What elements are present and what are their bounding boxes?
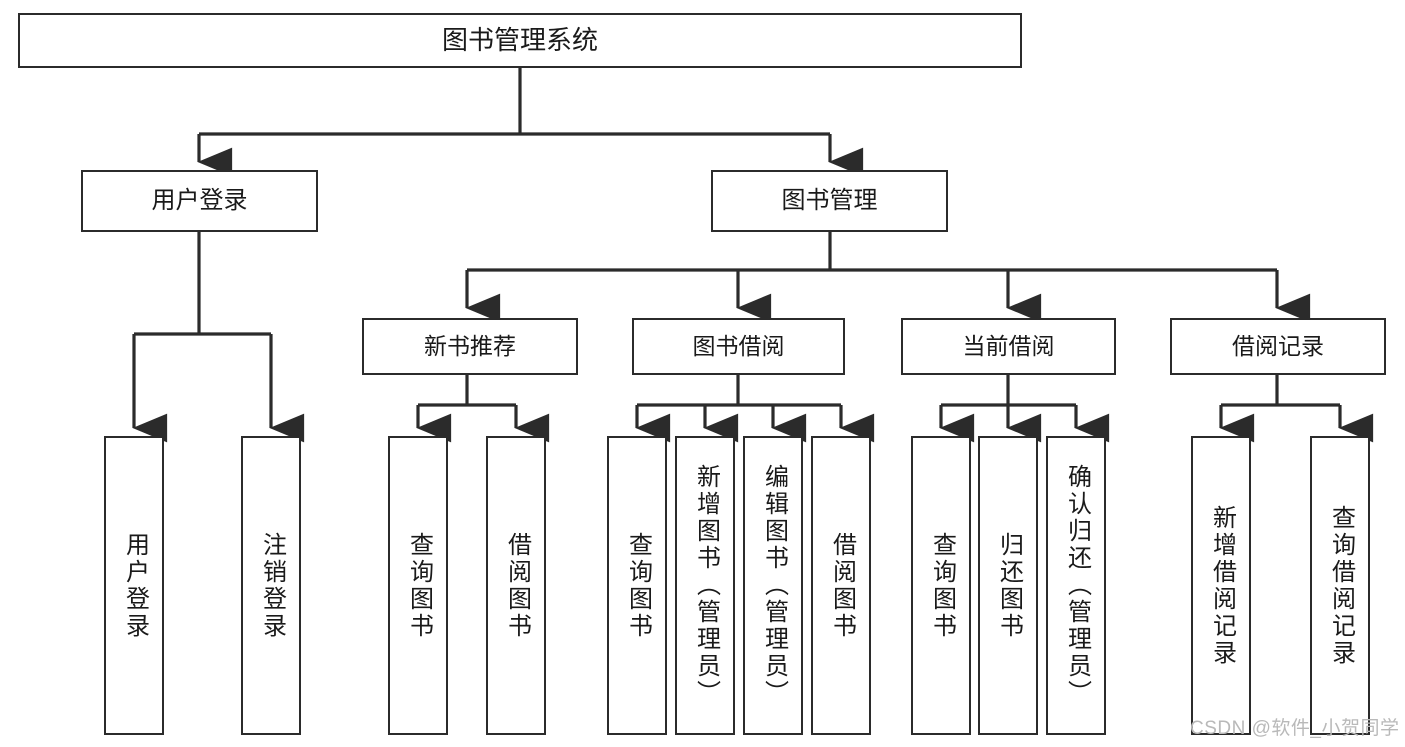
node-current-borrow-label: 当前借阅 <box>962 332 1055 359</box>
leaf-add-book[interactable]: 新增图书（管理员） <box>675 436 735 735</box>
node-book-management[interactable]: 图书管理 <box>711 170 948 232</box>
leaf-borrow-book-2-label: 借阅图书 <box>828 531 856 640</box>
leaf-confirm-return-label: 确认归还（管理员） <box>1063 464 1091 707</box>
leaf-user-login[interactable]: 用户登录 <box>104 436 164 735</box>
leaf-borrow-book-1[interactable]: 借阅图书 <box>486 436 546 735</box>
leaf-query-book-1-label: 查询图书 <box>405 531 433 640</box>
leaf-return-book[interactable]: 归还图书 <box>978 436 1038 735</box>
leaf-query-book-3-label: 查询图书 <box>928 531 956 640</box>
leaf-add-book-label: 新增图书（管理员） <box>692 464 720 707</box>
leaf-user-login-label: 用户登录 <box>121 531 149 640</box>
leaf-confirm-return[interactable]: 确认归还（管理员） <box>1046 436 1106 735</box>
leaf-borrow-book-2[interactable]: 借阅图书 <box>811 436 871 735</box>
leaf-query-book-2[interactable]: 查询图书 <box>607 436 667 735</box>
leaf-logout-login[interactable]: 注销登录 <box>241 436 301 735</box>
node-user-login-label: 用户登录 <box>151 186 248 214</box>
leaf-edit-book-label: 编辑图书（管理员） <box>760 464 788 707</box>
node-root-label: 图书管理系统 <box>441 24 598 55</box>
node-new-book-recommend[interactable]: 新书推荐 <box>362 318 578 375</box>
leaf-add-record[interactable]: 新增借阅记录 <box>1191 436 1251 735</box>
node-book-borrow-label: 图书借阅 <box>692 332 785 359</box>
leaf-query-book-1[interactable]: 查询图书 <box>388 436 448 735</box>
node-new-book-recommend-label: 新书推荐 <box>424 332 516 359</box>
node-book-borrow[interactable]: 图书借阅 <box>632 318 845 375</box>
leaf-return-book-label: 归还图书 <box>995 531 1023 640</box>
node-user-login[interactable]: 用户登录 <box>81 170 318 232</box>
node-root[interactable]: 图书管理系统 <box>18 13 1022 68</box>
leaf-logout-login-label: 注销登录 <box>258 531 286 640</box>
leaf-query-book-3[interactable]: 查询图书 <box>911 436 971 735</box>
leaf-query-record[interactable]: 查询借阅记录 <box>1310 436 1370 735</box>
node-borrow-record[interactable]: 借阅记录 <box>1170 318 1386 375</box>
leaf-edit-book[interactable]: 编辑图书（管理员） <box>743 436 803 735</box>
leaf-query-record-label: 查询借阅记录 <box>1327 504 1355 667</box>
node-borrow-record-label: 借阅记录 <box>1232 332 1324 359</box>
leaf-borrow-book-1-label: 借阅图书 <box>503 531 531 640</box>
leaf-query-book-2-label: 查询图书 <box>624 531 652 640</box>
node-current-borrow[interactable]: 当前借阅 <box>901 318 1116 375</box>
node-book-management-label: 图书管理 <box>781 186 878 214</box>
csdn-watermark: CSDN @软件_小贺同学 <box>1190 718 1400 739</box>
leaf-add-record-label: 新增借阅记录 <box>1208 504 1236 667</box>
